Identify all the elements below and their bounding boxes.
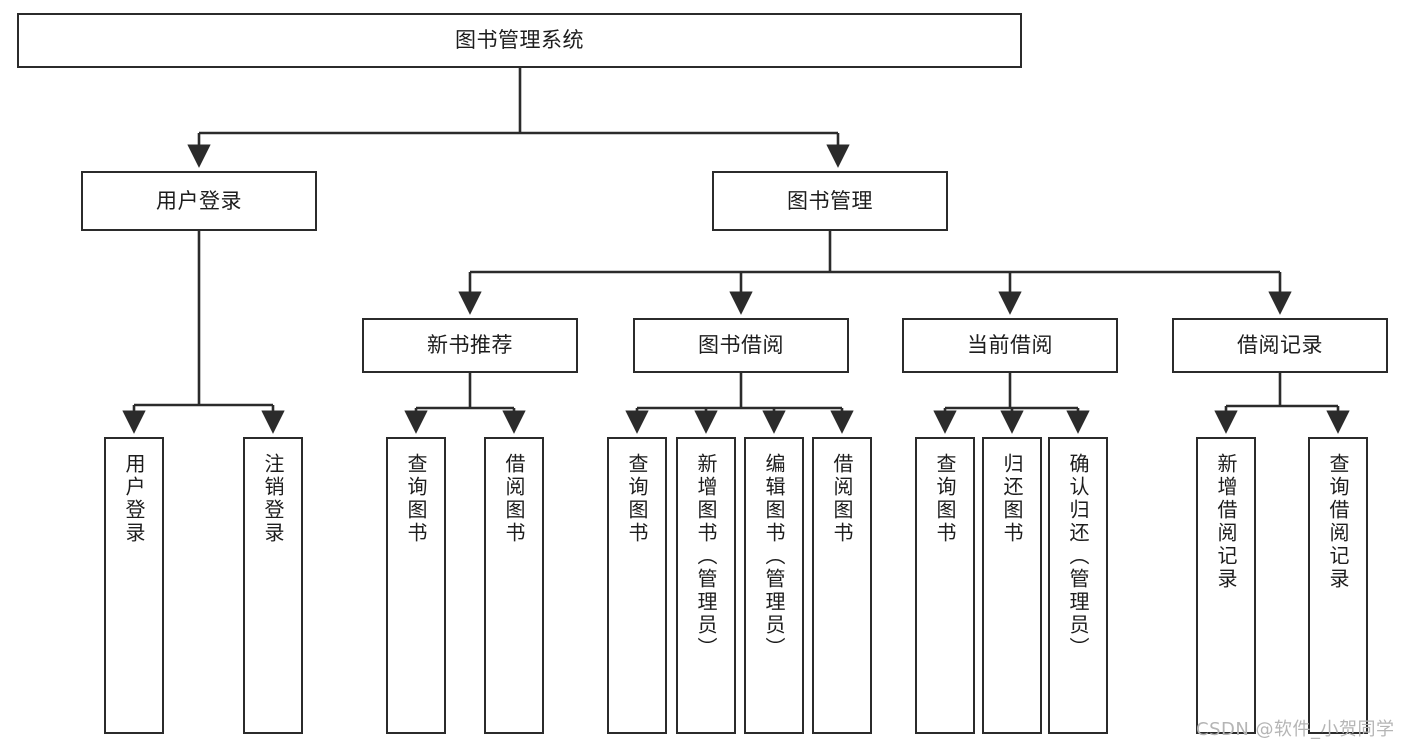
node-label: 查询图书 bbox=[625, 453, 649, 545]
connectors-records-to-leaves bbox=[1214, 373, 1350, 434]
leaf-edit-book-admin[interactable]: 编辑图书（管理员） bbox=[744, 437, 804, 734]
leaf-confirm-return-admin[interactable]: 确认归还（管理员） bbox=[1048, 437, 1108, 734]
node-label: 图书管理系统 bbox=[455, 28, 584, 53]
node-label: 查询图书 bbox=[933, 453, 957, 545]
leaf-query-books-current[interactable]: 查询图书 bbox=[915, 437, 975, 734]
node-label: 归还图书 bbox=[1000, 453, 1024, 545]
node-label: 借阅记录 bbox=[1237, 333, 1323, 358]
connectors-root-to-level2 bbox=[187, 68, 850, 168]
node-label: 借阅图书 bbox=[830, 453, 854, 545]
leaf-borrow-books[interactable]: 借阅图书 bbox=[812, 437, 872, 734]
leaf-add-book-admin[interactable]: 新增图书（管理员） bbox=[676, 437, 736, 734]
leaf-query-borrow-record[interactable]: 查询借阅记录 bbox=[1308, 437, 1368, 734]
node-label: 图书借阅 bbox=[698, 333, 784, 358]
node-label: 注销登录 bbox=[261, 453, 285, 545]
node-current-borrow[interactable]: 当前借阅 bbox=[902, 318, 1118, 373]
connectors-userlogin-to-leaves bbox=[122, 231, 285, 434]
connectors-bookmgmt-to-level3 bbox=[458, 231, 1292, 315]
leaf-query-books-borrow[interactable]: 查询图书 bbox=[607, 437, 667, 734]
node-label: 查询借阅记录 bbox=[1326, 453, 1350, 591]
node-label: 编辑图书（管理员） bbox=[762, 453, 786, 660]
node-book-management[interactable]: 图书管理 bbox=[712, 171, 948, 231]
leaf-borrow-books-newbook[interactable]: 借阅图书 bbox=[484, 437, 544, 734]
node-label: 用户登录 bbox=[156, 188, 242, 213]
connectors-borrow-to-leaves bbox=[625, 373, 854, 434]
leaf-add-borrow-record[interactable]: 新增借阅记录 bbox=[1196, 437, 1256, 734]
node-label: 用户登录 bbox=[122, 453, 146, 545]
node-user-login[interactable]: 用户登录 bbox=[81, 171, 317, 231]
leaf-user-login[interactable]: 用户登录 bbox=[104, 437, 164, 734]
node-label: 图书管理 bbox=[787, 188, 873, 213]
leaf-return-books[interactable]: 归还图书 bbox=[982, 437, 1042, 734]
csdn-watermark: CSDN @软件_小贺同学 bbox=[1196, 719, 1395, 740]
node-book-borrow[interactable]: 图书借阅 bbox=[633, 318, 849, 373]
connectors-current-to-leaves bbox=[933, 373, 1090, 434]
node-label: 查询图书 bbox=[404, 453, 428, 545]
node-label: 当前借阅 bbox=[967, 333, 1053, 358]
node-label: 借阅图书 bbox=[502, 453, 526, 545]
node-new-book-recommendation[interactable]: 新书推荐 bbox=[362, 318, 578, 373]
connectors-newbook-to-leaves bbox=[404, 373, 526, 434]
node-borrow-records[interactable]: 借阅记录 bbox=[1172, 318, 1388, 373]
leaf-query-books-newbook[interactable]: 查询图书 bbox=[386, 437, 446, 734]
node-label: 新增借阅记录 bbox=[1214, 453, 1238, 591]
node-label: 确认归还（管理员） bbox=[1066, 453, 1090, 660]
leaf-user-logout[interactable]: 注销登录 bbox=[243, 437, 303, 734]
node-label: 新增图书（管理员） bbox=[694, 453, 718, 660]
node-label: 新书推荐 bbox=[427, 333, 513, 358]
node-root-system[interactable]: 图书管理系统 bbox=[17, 13, 1022, 68]
